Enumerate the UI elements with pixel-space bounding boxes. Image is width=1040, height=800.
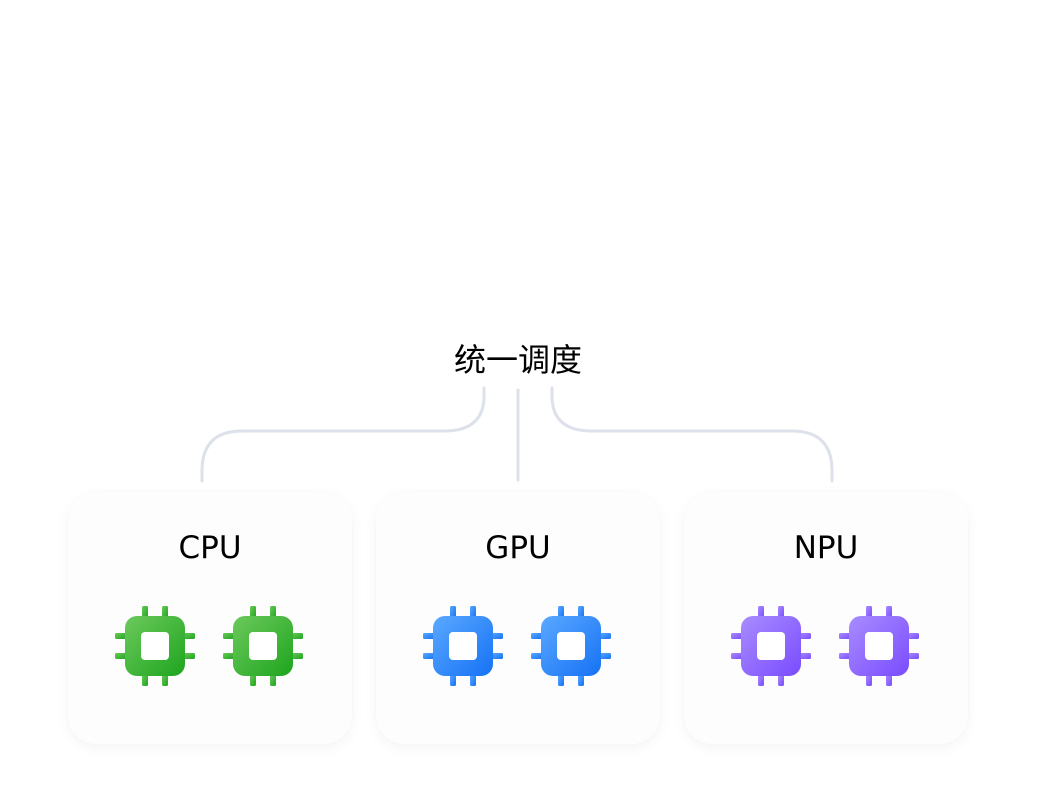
connector-cpu — [200, 386, 486, 483]
chip-icon — [531, 606, 611, 686]
chip-icon — [223, 606, 303, 686]
processor-label-cpu: CPU — [178, 530, 242, 566]
chip-icon — [839, 606, 919, 686]
chip-icon — [731, 606, 811, 686]
chip-icon — [115, 606, 195, 686]
processor-card-gpu: GPU — [376, 492, 660, 744]
processor-label-npu: NPU — [793, 530, 859, 566]
processor-card-cpu: CPU — [68, 492, 352, 744]
chip-icon — [423, 606, 503, 686]
processor-card-npu: NPU — [684, 492, 968, 744]
processor-label-gpu: GPU — [485, 530, 551, 566]
connector-npu — [550, 386, 834, 483]
diagram-title: 统一调度 — [453, 341, 582, 379]
